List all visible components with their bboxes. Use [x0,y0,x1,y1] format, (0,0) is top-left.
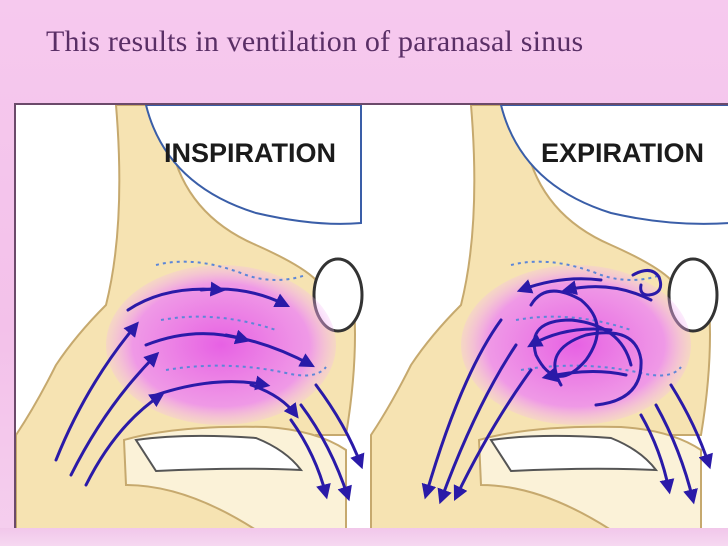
airflow-arrow [154,375,271,397]
expiration-panel: EXPIRATION [370,105,728,530]
swirl-loop [529,289,633,378]
expiration-label: EXPIRATION [541,138,704,168]
airflow-arrow [314,383,365,470]
airflow-arrow [54,321,139,462]
sinus-outline-left-3 [165,364,327,377]
cranium-line-right [499,105,728,225]
airflow-arrow [199,287,291,308]
nasal-airflow-diagram: INSPIRATION EXPIR [16,105,728,530]
sinus-outline-right-2 [515,315,632,331]
airflow-arrow [84,392,165,487]
airflow-glow-right [461,265,691,425]
sinus-outline-right-3 [520,364,682,377]
swirl-spiral [631,269,663,297]
airflow-arrow [421,318,503,500]
airflow-arrow [669,383,713,470]
airflow-arrow [437,343,518,505]
airflow-arrow [69,351,160,477]
sinus-outline-left-1 [155,260,307,281]
sinus-outline-right-1 [510,260,662,281]
airflow-arrow [516,277,603,294]
inspiration-panel: INSPIRATION [16,105,365,530]
airflow-arrow [299,403,352,502]
airflow-arrow [249,383,299,419]
airflow-arrow [654,403,698,505]
inspiration-label: INSPIRATION [164,138,336,168]
swirl-loop [553,331,643,407]
slide-bottom-band [0,528,728,546]
airflow-arrow [639,413,675,495]
cranium-line-left [144,105,362,225]
airflow-arrow [561,280,653,302]
nasal-airflow-figure: INSPIRATION EXPIR [14,103,728,530]
slide-title: This results in ventilation of paranasal… [46,25,584,58]
airflow-arrow [453,368,533,502]
sinus-outline-left-2 [160,315,277,331]
airflow-arrow [289,418,331,500]
airflow-arrow [224,333,315,368]
